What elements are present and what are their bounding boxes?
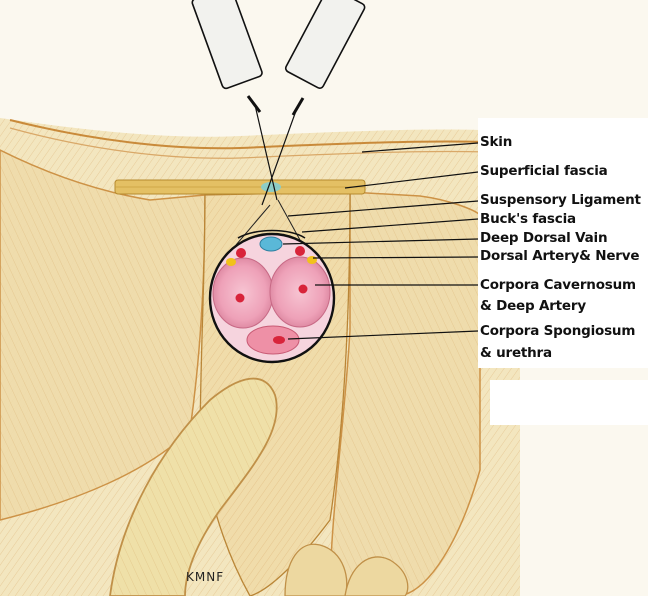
label-dorsal-artery-nerve: Dorsal Artery& Nerve — [480, 248, 639, 264]
deep-dorsal-vein — [260, 237, 282, 251]
deep-artery-left — [236, 294, 245, 303]
artist-signature: KMNF — [186, 570, 224, 584]
label-superficial-fascia: Superficial fascia — [480, 163, 608, 179]
deep-artery-right — [299, 285, 308, 294]
label-corpora-cavernosum: Corpora Cavernosum — [480, 277, 636, 293]
blank-panel — [490, 380, 648, 425]
label-bucks-fascia: Buck's fascia — [480, 211, 576, 227]
label-urethra: & urethra — [480, 345, 552, 361]
dorsal-artery-left — [236, 248, 246, 258]
label-suspensory-ligament: Suspensory Ligament — [480, 192, 641, 208]
urethra — [273, 336, 285, 344]
label-deep-artery: & Deep Artery — [480, 298, 586, 314]
dorsal-nerve-left — [226, 258, 236, 266]
corpus-cavernosum-left — [213, 258, 273, 328]
label-deep-dorsal-vein: Deep Dorsal Vain — [480, 230, 607, 246]
label-skin: Skin — [480, 134, 512, 150]
dorsal-nerve-right — [307, 256, 317, 264]
label-corpora-spongiosum: Corpora Spongiosum — [480, 323, 635, 339]
dorsal-artery-right — [295, 246, 305, 256]
suspensory-ligament-blob — [261, 182, 281, 192]
